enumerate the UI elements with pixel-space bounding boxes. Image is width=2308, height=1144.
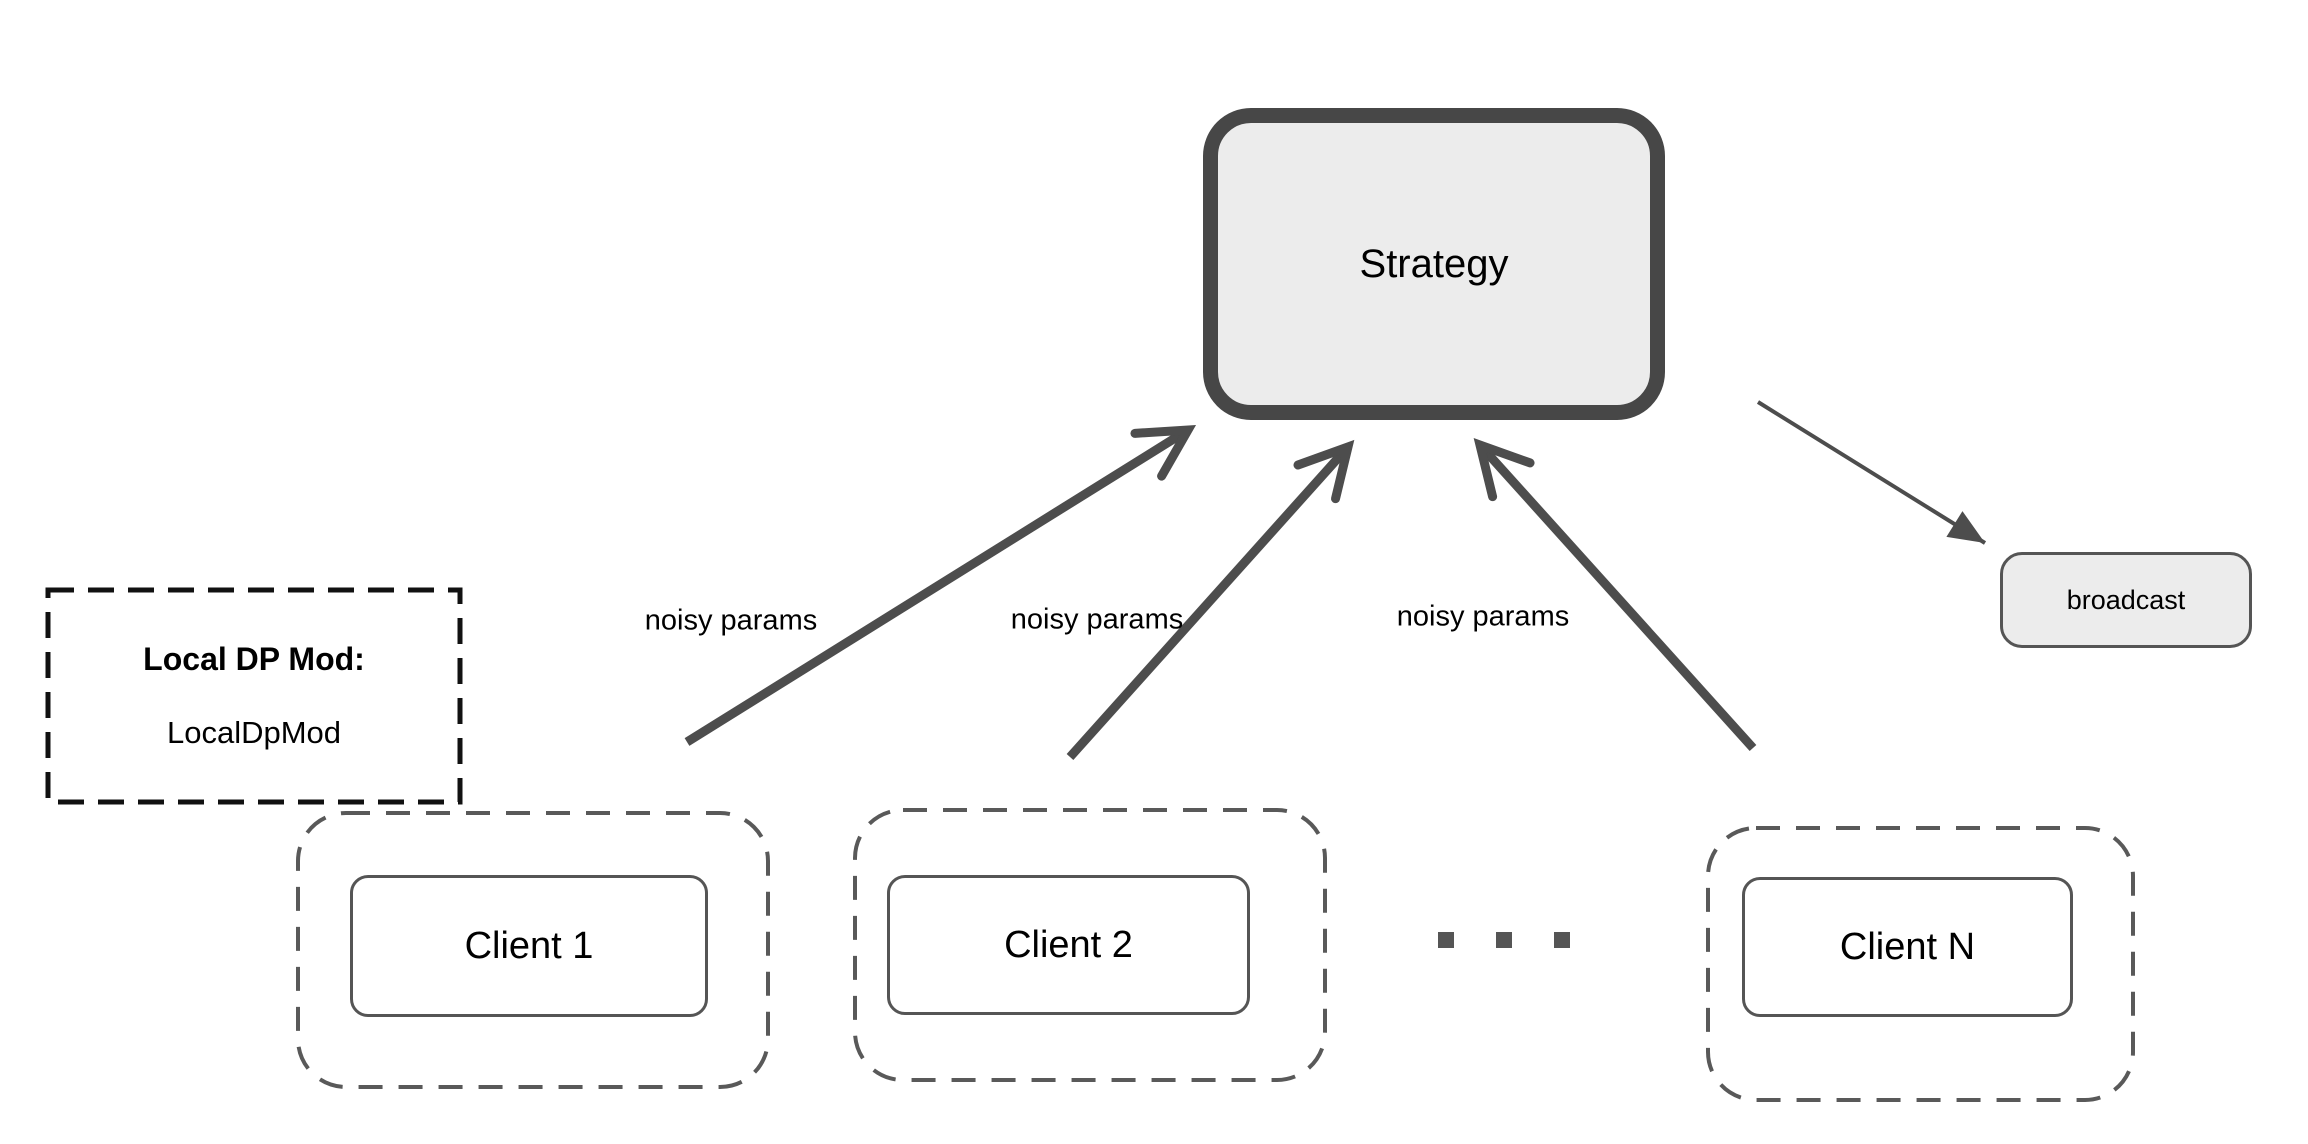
client-1-label: Client 1 xyxy=(464,924,594,967)
broadcast-arrow xyxy=(1756,400,1987,545)
client-2-node: Client 2 xyxy=(887,875,1250,1015)
client-2-label: Client 2 xyxy=(1004,923,1133,966)
ellipsis-dot xyxy=(1496,932,1512,948)
edge-label-noisy-params-2: noisy params xyxy=(1010,603,1184,636)
client-1-group-outline xyxy=(296,811,770,1089)
client-n-node: Client N xyxy=(1742,877,2073,1017)
client-n-group-outline xyxy=(1706,826,2135,1102)
strategy-node: Strategy xyxy=(1203,108,1665,420)
noisy-params-arrow-2 xyxy=(1066,439,1355,761)
broadcast-label: broadcast xyxy=(2066,584,2186,615)
noisy-params-arrow-1 xyxy=(684,424,1197,746)
edge-label-noisy-params-3: noisy params xyxy=(1396,600,1570,633)
noisy-params-arrow-3 xyxy=(1473,437,1757,752)
strategy-label: Strategy xyxy=(1359,241,1509,286)
edge-label-noisy-params-1: noisy params xyxy=(644,604,818,637)
client-n-label: Client N xyxy=(1839,925,1976,968)
local-dp-mod-box: Local DP Mod: LocalDpMod xyxy=(48,590,460,802)
client-1-node: Client 1 xyxy=(350,875,708,1017)
ellipsis-dot xyxy=(1438,932,1454,948)
broadcast-node: broadcast xyxy=(2000,552,2252,648)
ellipsis-dot xyxy=(1554,932,1570,948)
local-dp-value: LocalDpMod xyxy=(166,715,342,750)
local-dp-title: Local DP Mod: xyxy=(143,641,365,677)
client-2-group-outline xyxy=(853,808,1327,1082)
local-dp-mod-outline xyxy=(45,587,463,805)
